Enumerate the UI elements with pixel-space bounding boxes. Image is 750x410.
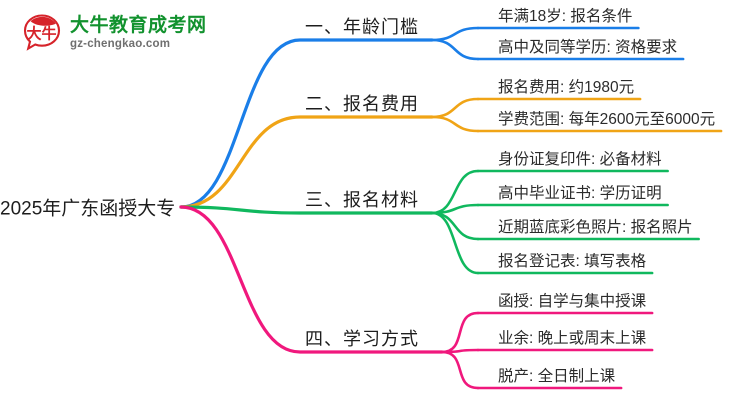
root-node-label: 2025年广东函授大专 [0, 198, 176, 220]
logo-text: 大牛教育成考网 gz-chengkao.com [70, 16, 207, 51]
mindmap-edge [440, 350, 480, 390]
leaf-node-label-4-2: 业余: 晚上或周末上课 [498, 330, 647, 347]
mindmap-edge [430, 38, 480, 61]
mindmap-edge [440, 311, 480, 354]
leaf-node-label-4-1: 函授: 自学与集中授课 [498, 293, 647, 310]
mindmap-edge [430, 203, 480, 215]
branch-node-label-2: 二、报名费用 [305, 94, 419, 114]
mindmap-edge [430, 97, 480, 119]
mindmap-edge [430, 211, 480, 275]
mindmap-edge [179, 205, 444, 354]
mindmap-edge [179, 205, 434, 215]
mindmap-edge [179, 115, 434, 209]
leaf-node-label-3-1: 身份证复印件: 必备材料 [498, 151, 662, 168]
leaf-node-label-1-1: 年满18岁: 报名条件 [498, 8, 633, 25]
mindmap-edge [430, 26, 480, 42]
site-logo: 大牛 大牛教育成考网 gz-chengkao.com [22, 10, 222, 56]
leaf-node-label-3-4: 报名登记表: 填写表格 [498, 253, 647, 270]
leaf-node-label-3-2: 高中毕业证书: 学历证明 [498, 185, 662, 202]
leaf-node-label-4-3: 脱产: 全日制上课 [498, 368, 616, 385]
mindmap-edge [430, 115, 480, 133]
logo-title: 大牛教育成考网 [70, 14, 207, 36]
leaf-node-label-3-3: 近期蓝底彩色照片: 报名照片 [498, 219, 693, 236]
logo-url: gz-chengkao.com [70, 37, 171, 50]
branch-node-label-3: 三、报名材料 [305, 190, 419, 210]
branch-node-label-1: 一、年龄门槛 [305, 17, 419, 37]
branch-node-label-4: 四、学习方式 [305, 329, 419, 349]
mindmap-edge [430, 169, 480, 215]
leaf-node-label-2-1: 报名费用: 约1980元 [498, 79, 635, 96]
logo-mark-icon: 大牛 [22, 13, 62, 53]
leaf-node-label-1-2: 高中及同等学历: 资格要求 [498, 39, 678, 56]
mindmap-edge [430, 211, 480, 241]
leaf-node-label-2-2: 学费范围: 每年2600元至6000元 [498, 111, 716, 128]
mindmap-edge [179, 38, 434, 209]
svg-text:大牛: 大牛 [26, 25, 56, 43]
